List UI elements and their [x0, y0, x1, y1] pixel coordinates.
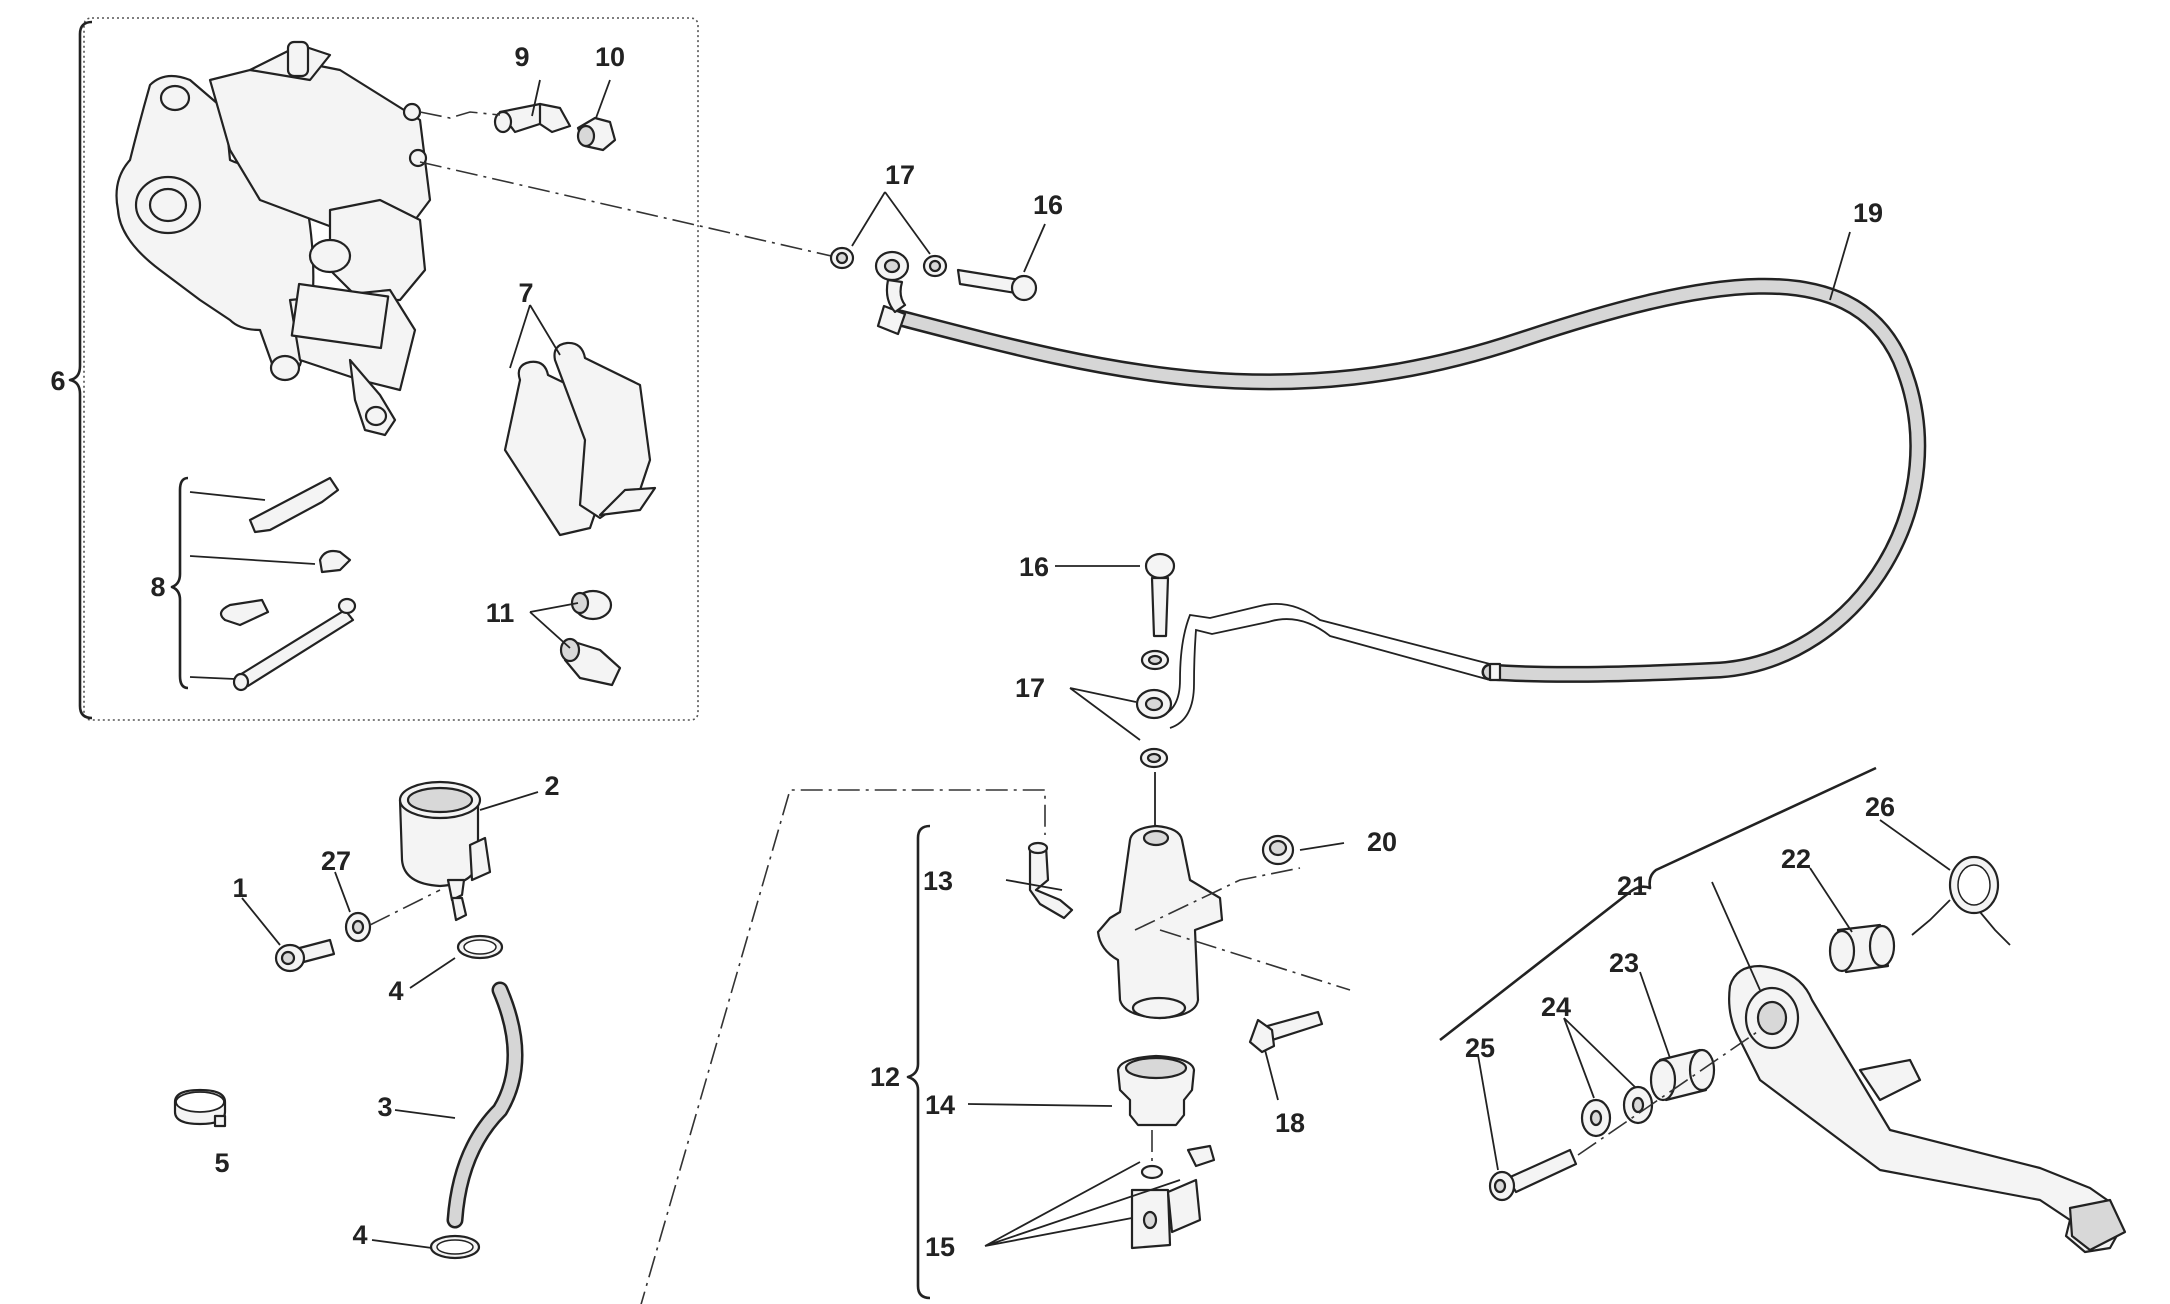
- pedal-bolt: [1488, 1148, 1578, 1202]
- brake-hose: [876, 277, 1927, 729]
- callout-7: 7: [518, 278, 533, 308]
- pedal-washers: [1580, 1085, 1654, 1138]
- pushrod-clevis: [1130, 1144, 1216, 1250]
- callout-22: 22: [1781, 844, 1811, 874]
- rubber-bushings: [559, 589, 622, 687]
- callout-11: 11: [486, 598, 515, 628]
- callout-17a: 17: [885, 160, 915, 190]
- mounting-bolt: [1248, 1010, 1324, 1054]
- callout-4a: 4: [388, 976, 403, 1006]
- callout-2: 2: [544, 771, 559, 801]
- callout-6: 6: [50, 366, 65, 396]
- callout-10: 10: [595, 42, 625, 72]
- pedal-spring: [1911, 855, 2011, 946]
- group-12-brace: [906, 824, 931, 1300]
- callout-24: 24: [1541, 992, 1571, 1022]
- callout-20: 20: [1367, 827, 1397, 857]
- reservoir-hose: [446, 981, 524, 1229]
- callout-9: 9: [514, 42, 529, 72]
- bleed-screw: [493, 102, 572, 134]
- group-21-brace: [1439, 766, 1877, 1042]
- callout-3: 3: [377, 1092, 392, 1122]
- callout-23: 23: [1609, 948, 1639, 978]
- bleed-screw-cap: [576, 116, 617, 152]
- fluid-reservoir: [398, 780, 492, 922]
- lower-banjo-assembly: [1135, 552, 1176, 769]
- callout-12: 12: [870, 1062, 900, 1092]
- leader-lines: [241, 79, 1951, 1249]
- callout-25: 25: [1465, 1033, 1495, 1063]
- hose-clip-spare: [173, 1088, 227, 1128]
- brake-caliper: [115, 40, 432, 437]
- hose-clip-lower: [429, 1234, 481, 1260]
- callout-15: 15: [925, 1232, 955, 1262]
- reservoir-hose-fitting: [1027, 841, 1074, 920]
- reservoir-screw: [274, 938, 336, 973]
- callout-4b: 4: [352, 1220, 367, 1250]
- pedal-spacer: [1649, 1048, 1716, 1102]
- caliper-group-box: [83, 17, 699, 721]
- callout-14: 14: [925, 1090, 955, 1120]
- callout-16a: 16: [1033, 190, 1063, 220]
- callout-13: 13: [923, 866, 953, 896]
- callout-21: 21: [1617, 871, 1647, 901]
- reservoir-washer: [344, 911, 372, 943]
- callout-27: 27: [321, 846, 351, 876]
- master-cylinder-cap-screw: [1261, 834, 1295, 866]
- callout-8: 8: [150, 572, 165, 602]
- hose-clip-upper: [456, 934, 504, 960]
- callout-5: 5: [214, 1148, 229, 1178]
- pedal-bush: [1828, 923, 1896, 974]
- brake-pads: [503, 341, 657, 537]
- callout-labels: 1 2 3 4 4 5 6 7 8 9 10 11 12 13 14 15 16…: [50, 42, 1895, 1262]
- callout-17b: 17: [1015, 673, 1045, 703]
- callout-18: 18: [1275, 1108, 1305, 1138]
- group-6-brace: [68, 20, 93, 720]
- upper-banjo-assembly: [829, 246, 1038, 314]
- callout-19: 19: [1853, 198, 1883, 228]
- callout-1: 1: [232, 873, 247, 903]
- master-cylinder: [1096, 824, 1224, 1020]
- callout-16b: 16: [1019, 552, 1049, 582]
- brake-pedal: [1728, 964, 2127, 1254]
- callout-26: 26: [1865, 792, 1895, 822]
- pins-and-clips: [219, 476, 357, 692]
- group-8-brace: [170, 476, 189, 690]
- boot: [1116, 1054, 1196, 1127]
